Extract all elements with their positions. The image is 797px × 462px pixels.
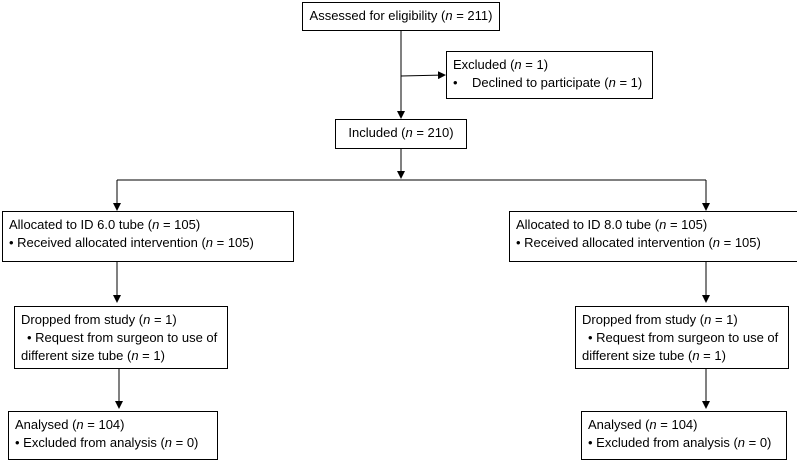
left-request-line2: different size tube (: [21, 348, 132, 363]
left-alloc-label: Allocated to ID 6.0 tube (: [9, 217, 153, 232]
left-dropped-n: n: [143, 312, 151, 327]
assessed-count: = 211): [452, 8, 493, 23]
arrow-to-excluded: [400, 71, 446, 80]
right-analysed-box: Analysed (n = 104) • Excluded from analy…: [581, 411, 787, 460]
left-alloc-count: = 105): [159, 217, 201, 232]
excluded-item: Declined to participate (: [472, 75, 609, 90]
left-request-line1: • Request from surgeon to use of: [27, 330, 218, 345]
left-dropped-label: Dropped from study (: [21, 312, 144, 327]
right-request-count: = 1): [699, 348, 726, 363]
excluded-title: Excluded (: [453, 57, 515, 72]
right-received-n: n: [712, 235, 721, 250]
left-excl-label: • Excluded from analysis (: [15, 435, 165, 450]
right-allocated-box: Allocated to ID 8.0 tube (n = 105) • Rec…: [509, 211, 797, 262]
assessed-label: Assessed for eligibility (: [309, 8, 446, 23]
right-dropped-label: Dropped from study (: [582, 312, 705, 327]
right-excl-label: • Excluded from analysis (: [588, 435, 738, 450]
included-label: Included (: [348, 125, 406, 140]
right-request-n: n: [692, 348, 700, 363]
left-excl-count: = 0): [172, 435, 199, 450]
left-request-count: = 1): [138, 348, 165, 363]
excluded-box: Excluded (n = 1) • Declined to participa…: [446, 51, 653, 99]
right-alloc-label: Allocated to ID 8.0 tube (: [516, 217, 660, 232]
excluded-title-count: = 1): [521, 57, 549, 72]
included-count: = 210): [412, 125, 454, 140]
left-received-label: • Received allocated intervention (: [9, 235, 206, 250]
left-dropped-box: Dropped from study (n = 1) • Request fro…: [14, 306, 228, 369]
right-dropped-n: n: [704, 312, 712, 327]
right-received-count: = 105): [720, 235, 761, 250]
right-request-line2: different size tube (: [582, 348, 693, 363]
right-alloc-count: = 105): [666, 217, 708, 232]
right-analysed-label: Analysed (: [588, 417, 650, 432]
excluded-item-n: n: [608, 75, 616, 90]
left-alloc-n: n: [152, 217, 160, 232]
excluded-bullet: •: [453, 75, 458, 90]
left-allocated-box: Allocated to ID 6.0 tube (n = 105) • Rec…: [2, 211, 294, 262]
left-excl-n: n: [164, 435, 173, 450]
left-analysed-box: Analysed (n = 104) • Excluded from analy…: [8, 411, 218, 460]
right-analysed-count: = 104): [656, 417, 698, 432]
left-analysed-label: Analysed (: [15, 417, 77, 432]
left-analysed-n: n: [76, 417, 84, 432]
included-n: n: [405, 125, 413, 140]
left-dropped-count: = 1): [150, 312, 177, 327]
left-received-n: n: [205, 235, 214, 250]
left-request-n: n: [131, 348, 139, 363]
right-received-label: • Received allocated intervention (: [516, 235, 713, 250]
excluded-item-count: = 1): [615, 75, 643, 90]
assessed-box: Assessed for eligibility (n = 211): [302, 2, 500, 31]
right-excl-count: = 0): [745, 435, 772, 450]
right-excl-n: n: [737, 435, 746, 450]
left-received-count: = 105): [213, 235, 254, 250]
right-alloc-n: n: [659, 217, 667, 232]
right-dropped-box: Dropped from study (n = 1) • Request fro…: [575, 306, 789, 369]
assessed-n: n: [445, 8, 453, 23]
right-request-line1: • Request from surgeon to use of: [588, 330, 779, 345]
right-dropped-count: = 1): [711, 312, 738, 327]
excluded-title-n: n: [514, 57, 522, 72]
included-box: Included (n = 210): [335, 119, 467, 149]
right-analysed-n: n: [649, 417, 657, 432]
left-analysed-count: = 104): [83, 417, 125, 432]
